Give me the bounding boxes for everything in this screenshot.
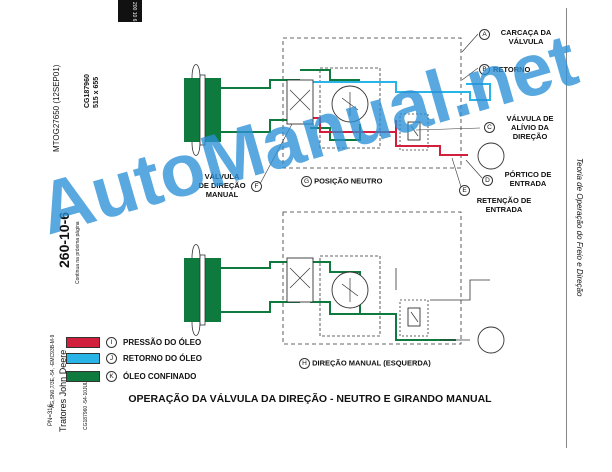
legend-pressure-swatch	[66, 336, 100, 348]
relief-box-top	[399, 113, 429, 151]
callout-e-text: RETENÇÃO DE ENTRADA	[476, 196, 532, 214]
line-bottom-confined-2	[221, 301, 300, 313]
relief-valve-bottom	[407, 307, 421, 327]
relief-box-bottom	[399, 299, 429, 337]
legend-confined-badge: K	[106, 370, 117, 382]
callout-f-text: VÁLVULA DE DIREÇÃO MANUAL	[198, 172, 246, 199]
callout-g: G POSIÇÃO NEUTRO	[301, 176, 382, 187]
legend-pressure-label: PRESSÃO DO ÓLEO	[123, 337, 202, 347]
line-top-confined-1	[221, 79, 300, 89]
valve-spool-top	[286, 79, 314, 125]
section-tab	[118, 0, 142, 22]
legend-pressure: I PRESSÃO DO ÓLEO	[66, 336, 201, 348]
valve-spool-bottom	[286, 257, 314, 303]
line-top-confined-3	[300, 69, 360, 81]
callout-f-badge: F	[251, 181, 262, 192]
callout-e-badge: E	[459, 185, 470, 196]
callout-c-badge: C	[484, 122, 495, 133]
relief-valve-top	[407, 121, 421, 141]
line-bottom-confined-5	[360, 313, 456, 341]
line-bottom-confined-4	[310, 300, 361, 315]
callout-d-text: PÓRTICO DE ENTRADA	[504, 170, 552, 188]
line-top-confined-4	[310, 124, 361, 141]
motor-box-top	[319, 67, 381, 149]
steering-cylinder-top	[184, 64, 221, 156]
legend-confined-swatch	[66, 370, 100, 382]
legend-confined-label: ÓLEO CONFINADO	[123, 371, 197, 381]
callout-d-badge: D	[482, 175, 493, 186]
line-top-confined-2	[221, 119, 300, 133]
legend-return-badge: J	[106, 352, 117, 364]
callout-b-text: RETORNO	[493, 65, 531, 74]
figure-title: OPERAÇÃO DA VÁLVULA DA DIREÇÃO - NEUTRO …	[128, 393, 492, 405]
line-top-return	[310, 81, 491, 101]
legend-return: J RETORNO DO ÓLEO	[66, 352, 202, 364]
legend-return-label: RETORNO DO ÓLEO	[123, 353, 202, 363]
valve-housing-bottom	[282, 211, 462, 345]
legend-confined: K ÓLEO CONFINADO	[66, 370, 196, 382]
steering-cylinder-bottom	[184, 244, 221, 336]
pump-bottom	[477, 326, 505, 354]
callout-c-text: VÁLVULA DE ALÍVIO DA DIREÇÃO	[506, 114, 554, 141]
callout-h: H DIREÇÃO MANUAL (ESQUERDA)	[299, 358, 431, 369]
callout-b-badge: B	[479, 64, 490, 75]
pump-top	[477, 142, 505, 170]
legend-pressure-badge: I	[106, 336, 117, 348]
callout-a-badge: A	[479, 29, 490, 40]
callout-a-text: CARCAÇA DA VÁLVULA	[500, 28, 552, 46]
right-rule	[566, 8, 567, 448]
line-top-pressure	[306, 117, 468, 156]
motor-box-bottom	[319, 255, 381, 337]
legend-return-swatch	[66, 352, 100, 364]
line-bottom-confined-1	[221, 261, 300, 269]
